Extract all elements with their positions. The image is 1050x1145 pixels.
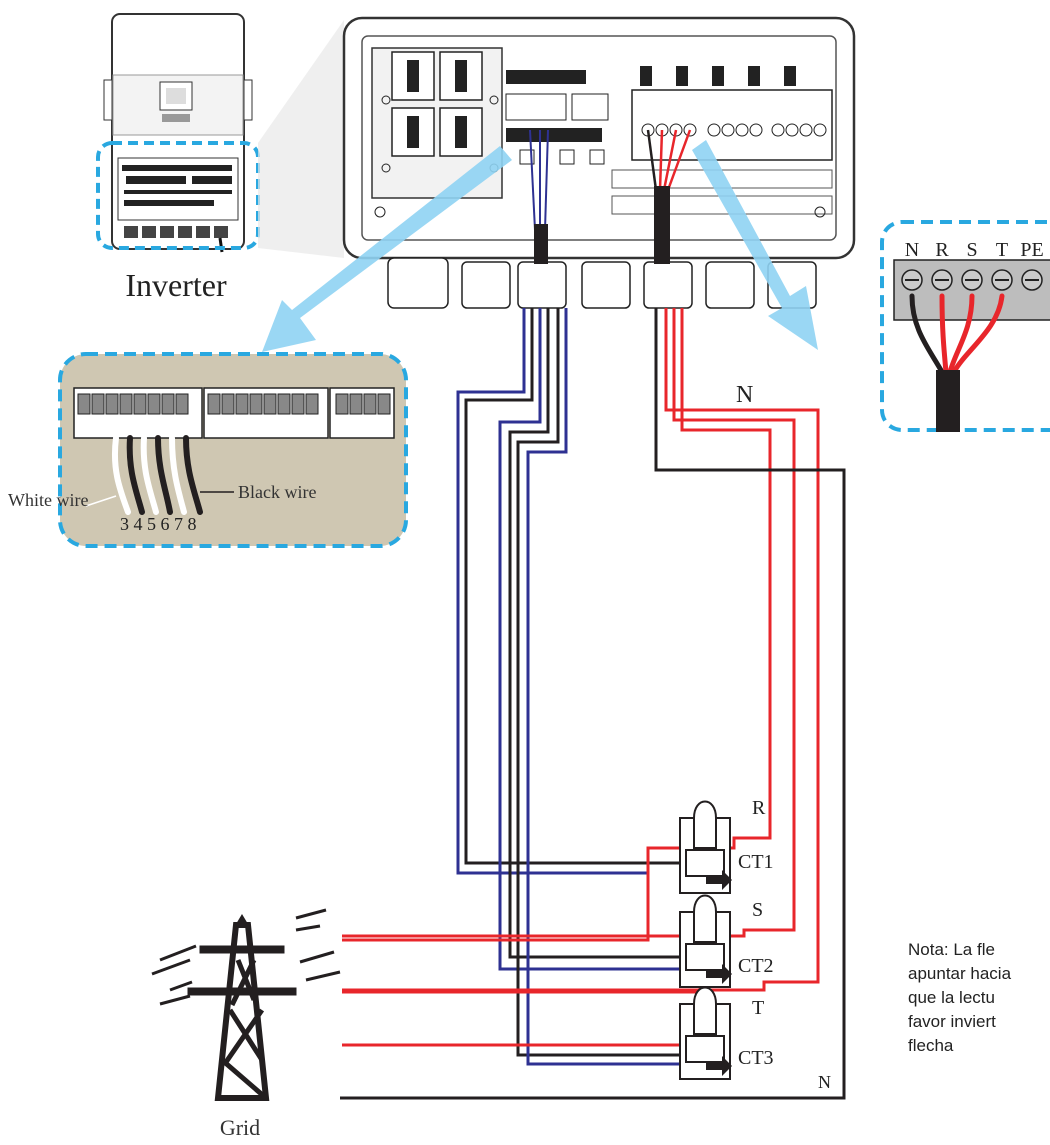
- ct2: [679, 894, 732, 988]
- black-wire-ct3: [516, 308, 690, 1057]
- neutral-wire: [340, 308, 846, 1100]
- black-wire-ct2: [508, 308, 690, 959]
- black-wire-ct1: [464, 308, 680, 865]
- phase-r-label: R: [752, 797, 766, 819]
- phase-s-wire: [342, 308, 796, 938]
- phase-t-wire: [672, 308, 772, 850]
- note-line-1: Nota: La fle: [908, 940, 995, 959]
- ac-terminal-detail: [880, 220, 1050, 432]
- phase-s-label: S: [752, 899, 763, 921]
- note-line-3: que la lectu: [908, 988, 995, 1007]
- inverter-wiring-box: [342, 16, 856, 309]
- grid-phase-wires: [340, 308, 846, 1100]
- blue-wire-ct3: [526, 308, 690, 1066]
- terminal-label-pe: PE: [1020, 239, 1043, 261]
- white-wire-label: White wire: [8, 490, 88, 510]
- terminal-label-r: R: [935, 239, 949, 261]
- grid-tower-icon: [151, 908, 341, 1101]
- comm-port-detail: [58, 352, 408, 548]
- neutral-label-top: N: [736, 382, 753, 408]
- black-wire-label: Black wire: [238, 482, 316, 502]
- phase-t-label: T: [752, 997, 764, 1019]
- ct2-label: CT2: [738, 955, 774, 977]
- arrow-to-comm-detail: [262, 146, 512, 352]
- ct1-label: CT1: [738, 851, 774, 873]
- ct3: [679, 986, 732, 1080]
- blue-wire-ct1: [456, 308, 650, 875]
- ct1: [679, 800, 732, 894]
- terminal-label-s: S: [966, 239, 977, 261]
- ct3-label: CT3: [738, 1047, 774, 1069]
- terminal-label-t: T: [996, 239, 1008, 261]
- terminal-labels: N R S T PE: [905, 239, 1044, 261]
- note-text: Nota: La fle apuntar hacia que la lectu …: [908, 938, 1050, 1058]
- phase-r-wire: [342, 308, 820, 992]
- neutral-label-bottom: N: [818, 1072, 831, 1092]
- terminal-label-n: N: [905, 239, 919, 261]
- pin-numbers: 3 4 5 6 7 8: [120, 514, 197, 534]
- inverter-label: Inverter: [125, 267, 227, 303]
- note-line-2: apuntar hacia: [908, 964, 1012, 983]
- arrow-to-terminal-detail: [692, 140, 818, 350]
- note-line-5: flecha: [908, 1036, 954, 1055]
- inverter-thumbnail: [96, 13, 344, 258]
- grid-label: Grid: [220, 1115, 260, 1140]
- note-line-4: favor inviert: [908, 1012, 996, 1031]
